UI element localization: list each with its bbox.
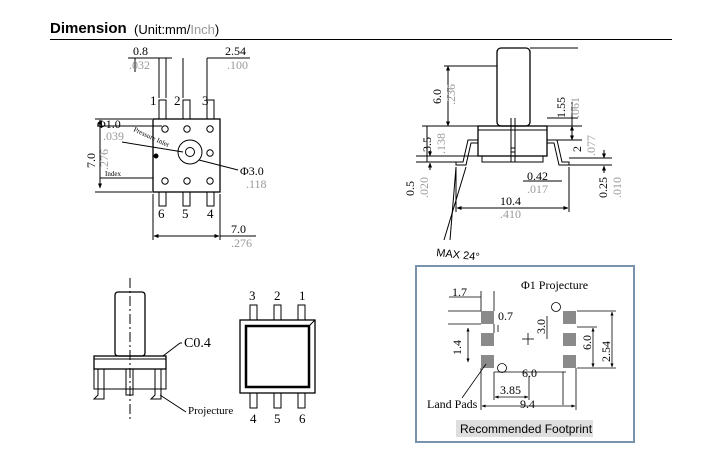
dim-lead-off-mm: 2 [570,146,584,152]
bottom-view [239,304,316,409]
projection-circle-bottom [497,363,507,373]
fp-dim-center: 3.0 [534,319,548,334]
side-lead-left [455,139,478,166]
front-view [92,278,187,420]
bottom-view-labels: 3 2 1 4 5 6 [249,288,306,426]
dim-lead-t-mm: 0.25 [596,177,610,198]
dim-hole-dia-mm: Φ1.0 [97,117,121,131]
pin-label-5: 5 [182,206,189,221]
dim-port-h-mm: 6.0 [430,89,444,104]
fp-dim-pad-gap: 0.7 [498,309,513,323]
fp-caption: Recommended Footprint [460,422,593,436]
top-view-marks [161,125,214,185]
unit-suffix: ) [214,22,220,37]
front-lead-1 [92,369,105,400]
dim-lead-drop-in: .020 [417,177,431,198]
bottom-body-inner [244,324,311,389]
top-view-labels: 0.8 .032 2.54 .100 1 2 3 6 5 4 Φ1.0 .039… [84,44,267,250]
bottom-body-outer [239,319,316,394]
fp-dim-total: 9.4 [520,397,535,411]
unit-note: (Unit:mm/Inch) [134,22,219,37]
dim-pitch-mm: 0.8 [133,44,148,58]
front-lead-3 [149,369,162,400]
bottom-pin-3: 3 [249,288,256,303]
top-view-body [152,118,221,193]
fp-dim-pad-h: 1.4 [450,340,464,355]
dim-overall-w-in: .410 [500,207,521,221]
pin-label-6: 6 [158,206,165,221]
pin-label-4: 4 [207,206,214,221]
fp-projection-label: Φ1 Projecture [521,278,588,292]
land-pad [481,355,494,368]
max-angle-label: MAX 24° [436,247,481,263]
bottom-pin-2: 2 [274,288,281,303]
bottom-pin-5: 5 [274,411,281,426]
dim-hole-dia-in: .039 [103,129,124,143]
side-view-labels: 6.0 .236 3.5 .138 0.5 .020 1.55 .061 2 .… [403,84,624,264]
dim-port-dia-in: .118 [246,177,267,191]
dim-lead-w-in: .017 [527,182,548,196]
projection-circle-top [551,302,561,312]
pressure-inlet-label: Pressure Inlet [132,126,170,149]
pin-label-3: 3 [202,93,209,108]
bottom-pin-1: 1 [299,288,306,303]
unit-inch: Inch [190,22,215,37]
dim-body-h-in: .276 [97,149,111,170]
land-pad [481,333,494,346]
chamfer-label: C0.4 [184,336,211,351]
land-pad [563,355,576,368]
dim-port-top-mm: 1.55 [554,97,568,118]
dim-port-h-in: .236 [444,84,458,105]
land-pad [563,333,576,346]
dim-body-w-mm: 7.0 [231,222,246,236]
fp-dim-col-span: 6.0 [522,366,537,380]
top-view-pins [158,99,215,207]
land-pads [481,311,576,368]
side-body-base [481,155,544,163]
dim-overall-w-mm: 10.4 [500,194,521,208]
land-pad [481,311,494,324]
pressure-port-circle [177,139,203,165]
fp-dim-pad-w: 1.7 [452,285,467,299]
land-pads-label: Land Pads [427,397,478,411]
dim-port-top-in: .061 [568,97,582,118]
footprint-panel: Φ1 Projecture 1.7 0.7 1.4 3.0 6.0 2.54 6… [415,265,635,443]
pin-label-1: 1 [150,93,157,108]
dim-body-h-in: .138 [434,133,448,154]
index-dot [153,153,159,159]
land-pad [563,311,576,324]
port-inner-circle [185,147,195,157]
dim-pitch-in: .032 [129,58,150,72]
dim-lead-drop-mm: 0.5 [403,181,417,196]
front-view-labels: C0.4 Projecture [184,336,233,417]
fp-dim-half: 3.85 [500,383,521,397]
top-view [95,57,256,240]
fp-dim-row-span: 6.0 [580,335,594,350]
section-title: Dimension [50,20,127,37]
dim-body-h-mm: 3.5 [420,137,434,152]
dim-body-h-mm: 7.0 [84,153,98,168]
index-label: Index [105,170,121,178]
dim-lead-t-in: .010 [610,177,624,198]
fp-dim-pitch: 2.54 [599,341,613,362]
footprint-frame [415,265,635,443]
pin-label-2: 2 [174,93,181,108]
side-view [416,47,612,241]
side-lead-right [547,139,570,166]
dim-span-mm: 2.54 [225,44,246,58]
side-port-tube [496,47,531,127]
unit-prefix: (Unit:mm/ [134,22,191,37]
dim-lead-w-mm: 0.42 [527,169,548,183]
dim-port-dia-mm: Φ3.0 [240,164,264,178]
projecture-label: Projecture [188,405,233,417]
dim-span-in: .100 [227,58,248,72]
bottom-pin-4: 4 [250,411,257,426]
dim-body-w-in: .276 [231,236,252,250]
bottom-pin-6: 6 [299,411,306,426]
dim-lead-off-in: .077 [584,135,598,156]
section-header: Dimension (Unit:mm/Inch) [50,18,672,40]
fp-caption-bg [456,420,593,437]
